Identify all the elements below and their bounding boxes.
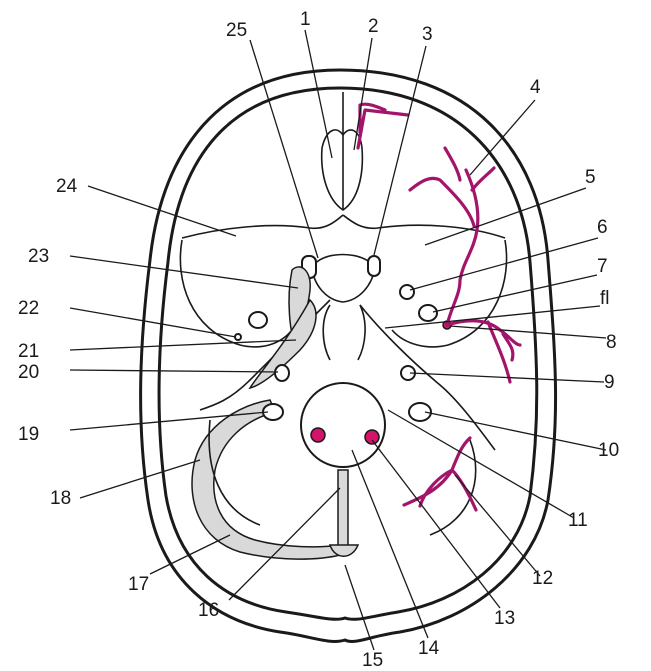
- leader-20: [70, 370, 278, 372]
- label-19: 19: [18, 424, 39, 445]
- label-11: 11: [568, 510, 588, 531]
- label-1: 1: [300, 9, 311, 30]
- label-18: 18: [50, 488, 71, 509]
- label-17: 17: [128, 574, 149, 595]
- label-6: 6: [597, 217, 608, 238]
- label-7: 7: [597, 256, 608, 277]
- leader-23: [70, 256, 298, 288]
- leader-17: [150, 535, 230, 574]
- meningeal-artery-posterior: [404, 438, 476, 510]
- label-9: 9: [604, 372, 615, 393]
- vertebral-artery-left: [311, 428, 325, 442]
- lesser-wing-right: [343, 215, 505, 238]
- leader-18: [80, 460, 200, 498]
- label-20: 20: [18, 362, 39, 383]
- leader-11: [388, 410, 574, 518]
- label-12: 12: [532, 568, 553, 589]
- label-15: 15: [362, 650, 383, 671]
- leader-4: [470, 100, 535, 175]
- label-25: 25: [226, 20, 247, 41]
- foramen-ovale-right: [419, 305, 437, 321]
- leader-21: [70, 340, 296, 350]
- clivus: [323, 305, 365, 360]
- leader-14: [352, 450, 428, 638]
- sella-turcica: [312, 255, 375, 303]
- vertebral-artery-right: [365, 430, 379, 444]
- label-10: 10: [598, 440, 619, 461]
- label-3: 3: [422, 24, 433, 45]
- label-22: 22: [18, 298, 39, 319]
- label-24: 24: [56, 176, 78, 197]
- label-fl: fl: [600, 288, 610, 309]
- crista-galli: [322, 130, 363, 210]
- leader-24: [88, 186, 236, 236]
- leader-13: [372, 440, 500, 608]
- straight-sinus: [338, 470, 348, 550]
- label-13: 13: [494, 608, 515, 629]
- label-21: 21: [18, 341, 39, 362]
- foramen-rotundum-right: [400, 285, 414, 299]
- label-5: 5: [585, 167, 596, 188]
- leader-22: [70, 308, 236, 337]
- label-23: 23: [28, 246, 49, 267]
- anterior-clinoid-right: [368, 256, 380, 276]
- foramen-ovale-left: [275, 365, 289, 381]
- leader-10: [425, 412, 606, 450]
- label-14: 14: [418, 638, 440, 659]
- leader-15: [345, 565, 374, 650]
- leader-2: [354, 38, 372, 150]
- label-4: 4: [530, 77, 541, 98]
- foramen-magnum: [301, 383, 385, 467]
- label-2: 2: [368, 16, 379, 37]
- leader-1: [305, 30, 332, 158]
- label-16: 16: [198, 600, 219, 621]
- label-8: 8: [606, 332, 617, 353]
- meningeal-artery-anterior: [358, 104, 408, 148]
- meningeal-artery-frontal-branch: [410, 148, 494, 325]
- leader-5: [425, 188, 586, 245]
- foramen-rotundum-left: [249, 312, 267, 328]
